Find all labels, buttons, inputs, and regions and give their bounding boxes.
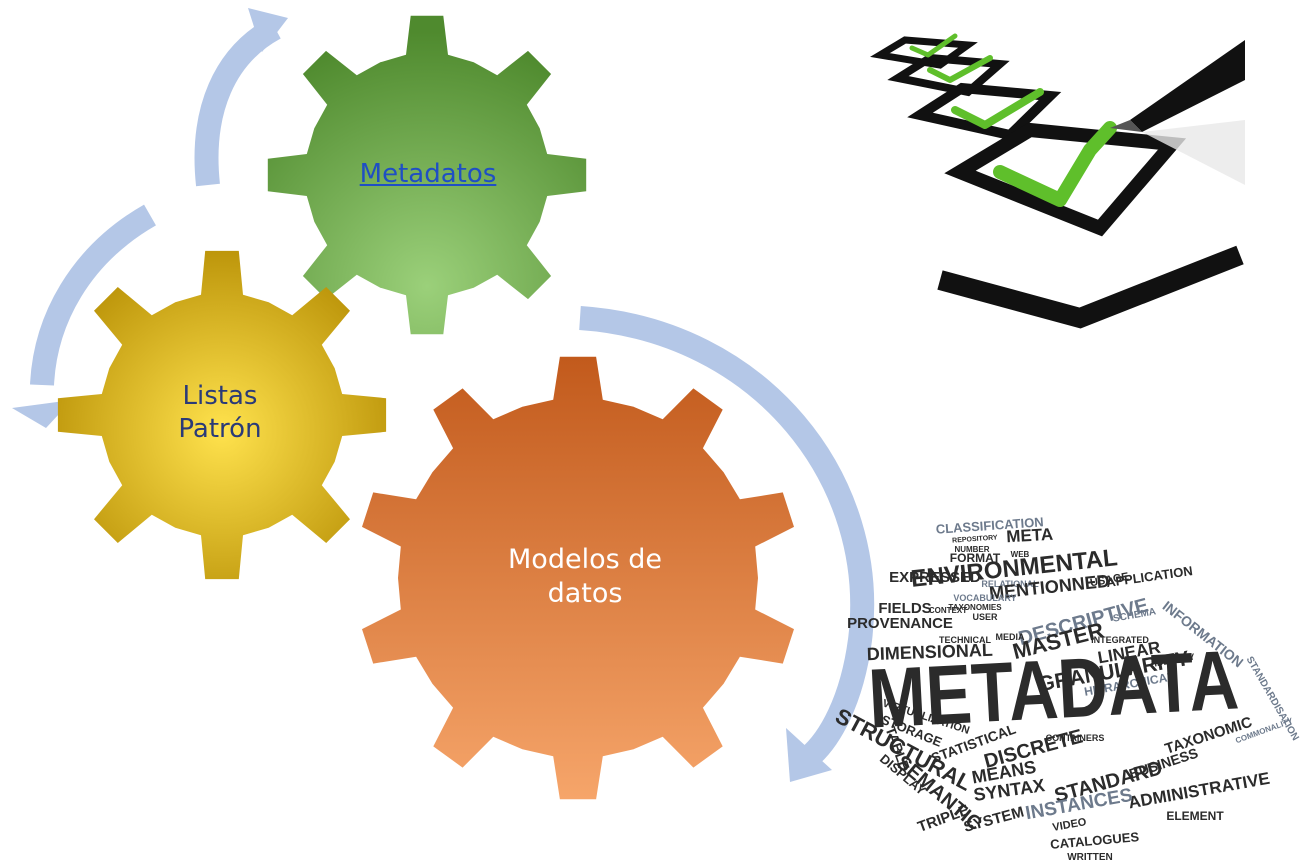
word-cloud-word: INTEGRATED	[1091, 635, 1149, 645]
word-cloud-word: WEB	[1011, 550, 1030, 559]
metadatos-link[interactable]: Metadatos	[359, 159, 497, 189]
gear-metadatos	[267, 15, 587, 335]
arrow-left-head	[12, 400, 72, 428]
word-cloud-word: WRITTEN	[1067, 852, 1113, 860]
word-cloud-word: DIMENSIONAL	[866, 640, 993, 664]
word-cloud-word: ELEMENT	[1166, 809, 1224, 823]
word-cloud-word: EXPRESSED	[889, 569, 981, 586]
gear-label-metadatos[interactable]: Metadatos	[313, 158, 543, 191]
word-cloud-word: NUMBER	[954, 545, 989, 554]
word-cloud-word: VIDEO	[1052, 816, 1088, 834]
word-cloud-word: USER	[972, 612, 998, 622]
word-cloud-word: PROVENANCE	[847, 615, 953, 632]
word-cloud-word: MEDIA	[996, 632, 1026, 642]
gear-listas	[57, 250, 387, 580]
word-cloud-word: FIELDS	[878, 600, 931, 617]
arrow-top	[194, 17, 282, 187]
word-cloud-word: TECHNICAL	[939, 635, 991, 645]
arrow-left	[30, 204, 157, 386]
word-cloud-main-word: METADATA	[866, 632, 1240, 745]
gear-label-modelos: Modelos de datos	[455, 543, 715, 611]
word-cloud-word: FORMAT	[950, 551, 1001, 565]
word-cloud-word: APPLICATION	[1105, 563, 1193, 590]
cycle-arrows	[12, 8, 875, 782]
word-cloud-word: VOCABULARY	[953, 593, 1016, 603]
word-cloud-word: TAXONOMIES	[948, 603, 1002, 612]
modelos-line-2: datos	[547, 577, 623, 609]
listas-line-2: Patrón	[178, 413, 262, 444]
modelos-line-1: Modelos de	[508, 544, 662, 575]
word-cloud-word: CONTEXT	[929, 606, 967, 615]
gear-label-listas: Listas Patrón	[140, 380, 300, 445]
word-cloud-word: META	[1006, 525, 1054, 546]
arrow-top-head	[248, 8, 288, 52]
word-cloud-word: CATALOGUES	[1050, 829, 1140, 852]
listas-line-1: Listas	[182, 381, 258, 411]
checklist-image	[870, 20, 1245, 350]
arrow-right	[579, 306, 875, 768]
word-cloud-word: RELATIONAL	[981, 579, 1039, 589]
word-cloud-word: CONTAINERS	[1046, 733, 1105, 743]
word-cloud-word: REPOSITORY	[952, 534, 998, 544]
gear-modelos	[362, 356, 794, 800]
arrow-right-head	[786, 728, 832, 782]
